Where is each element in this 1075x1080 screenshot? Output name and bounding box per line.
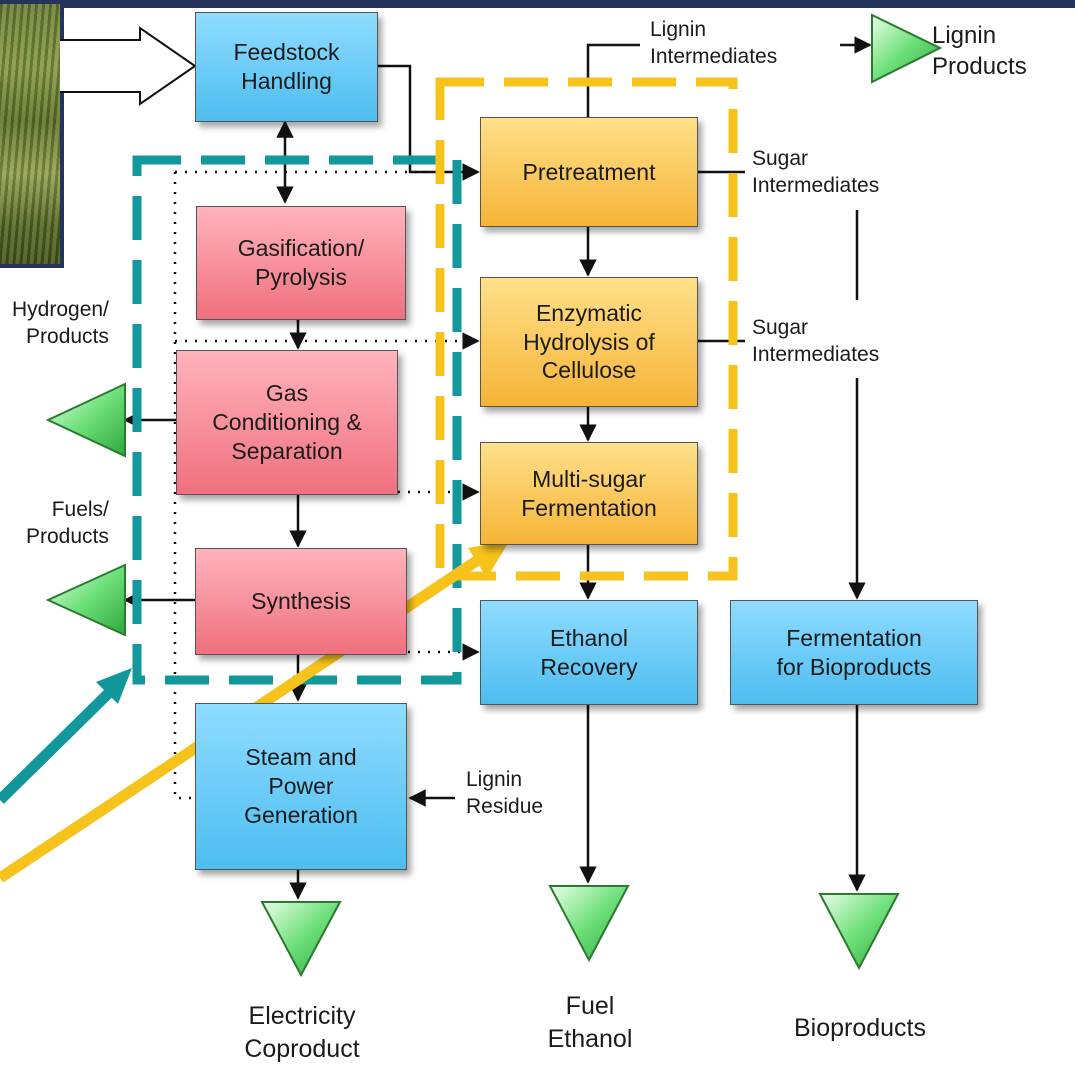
fuel-ethanol-label: Fuel Ethanol [547,992,633,1053]
ethanol-recovery-box: Ethanol Recovery [480,600,698,705]
hydrogen-products-label: Hydrogen/ Products [12,298,109,349]
gas-conditioning-box: Gas Conditioning & Separation [176,350,398,495]
lignin-products-triangle [871,13,943,84]
multi-sugar-fermentation-box: Multi-sugar Fermentation [480,442,698,545]
hydrogen-products-triangle [45,382,126,458]
steam-power-generation-box: Steam and Power Generation [195,703,407,870]
electricity-triangle [260,901,342,978]
electricity-coproduct-label: Electricity Coproduct [244,1002,360,1063]
biochemical-platform-outline [435,77,738,581]
sugar-intermediates-label-2: Sugar Intermediates [752,316,880,367]
teal-pointer-arrow [0,676,126,804]
lignin-residue-label: Lignin Residue [466,768,544,819]
lignin-products-label: Lignin Products [932,22,1027,81]
synthesis-box: Synthesis [195,548,407,655]
fuels-products-label: Fuels/ Products [26,498,109,549]
gasification-pyrolysis-box: Gasification/ Pyrolysis [196,206,406,320]
lignin-intermediates-label: Lignin Intermediates [650,18,778,69]
feedstock-handling-box: Feedstock Handling [195,12,378,122]
feedstock-photo [0,0,64,268]
fermentation-bioproducts-box: Fermentation for Bioproducts [730,600,978,705]
sugar-intermediates-label-1: Sugar Intermediates [752,147,880,198]
feedstock-input-arrow [60,26,197,106]
enzymatic-hydrolysis-box: Enzymatic Hydrolysis of Cellulose [480,277,698,407]
top-band [0,0,1075,8]
fuel-ethanol-triangle [548,885,630,963]
bioproducts-label: Bioproducts [793,1014,927,1042]
pretreatment-box: Pretreatment [480,117,698,227]
fuels-products-triangle [45,563,126,637]
bioproducts-triangle [818,893,900,971]
